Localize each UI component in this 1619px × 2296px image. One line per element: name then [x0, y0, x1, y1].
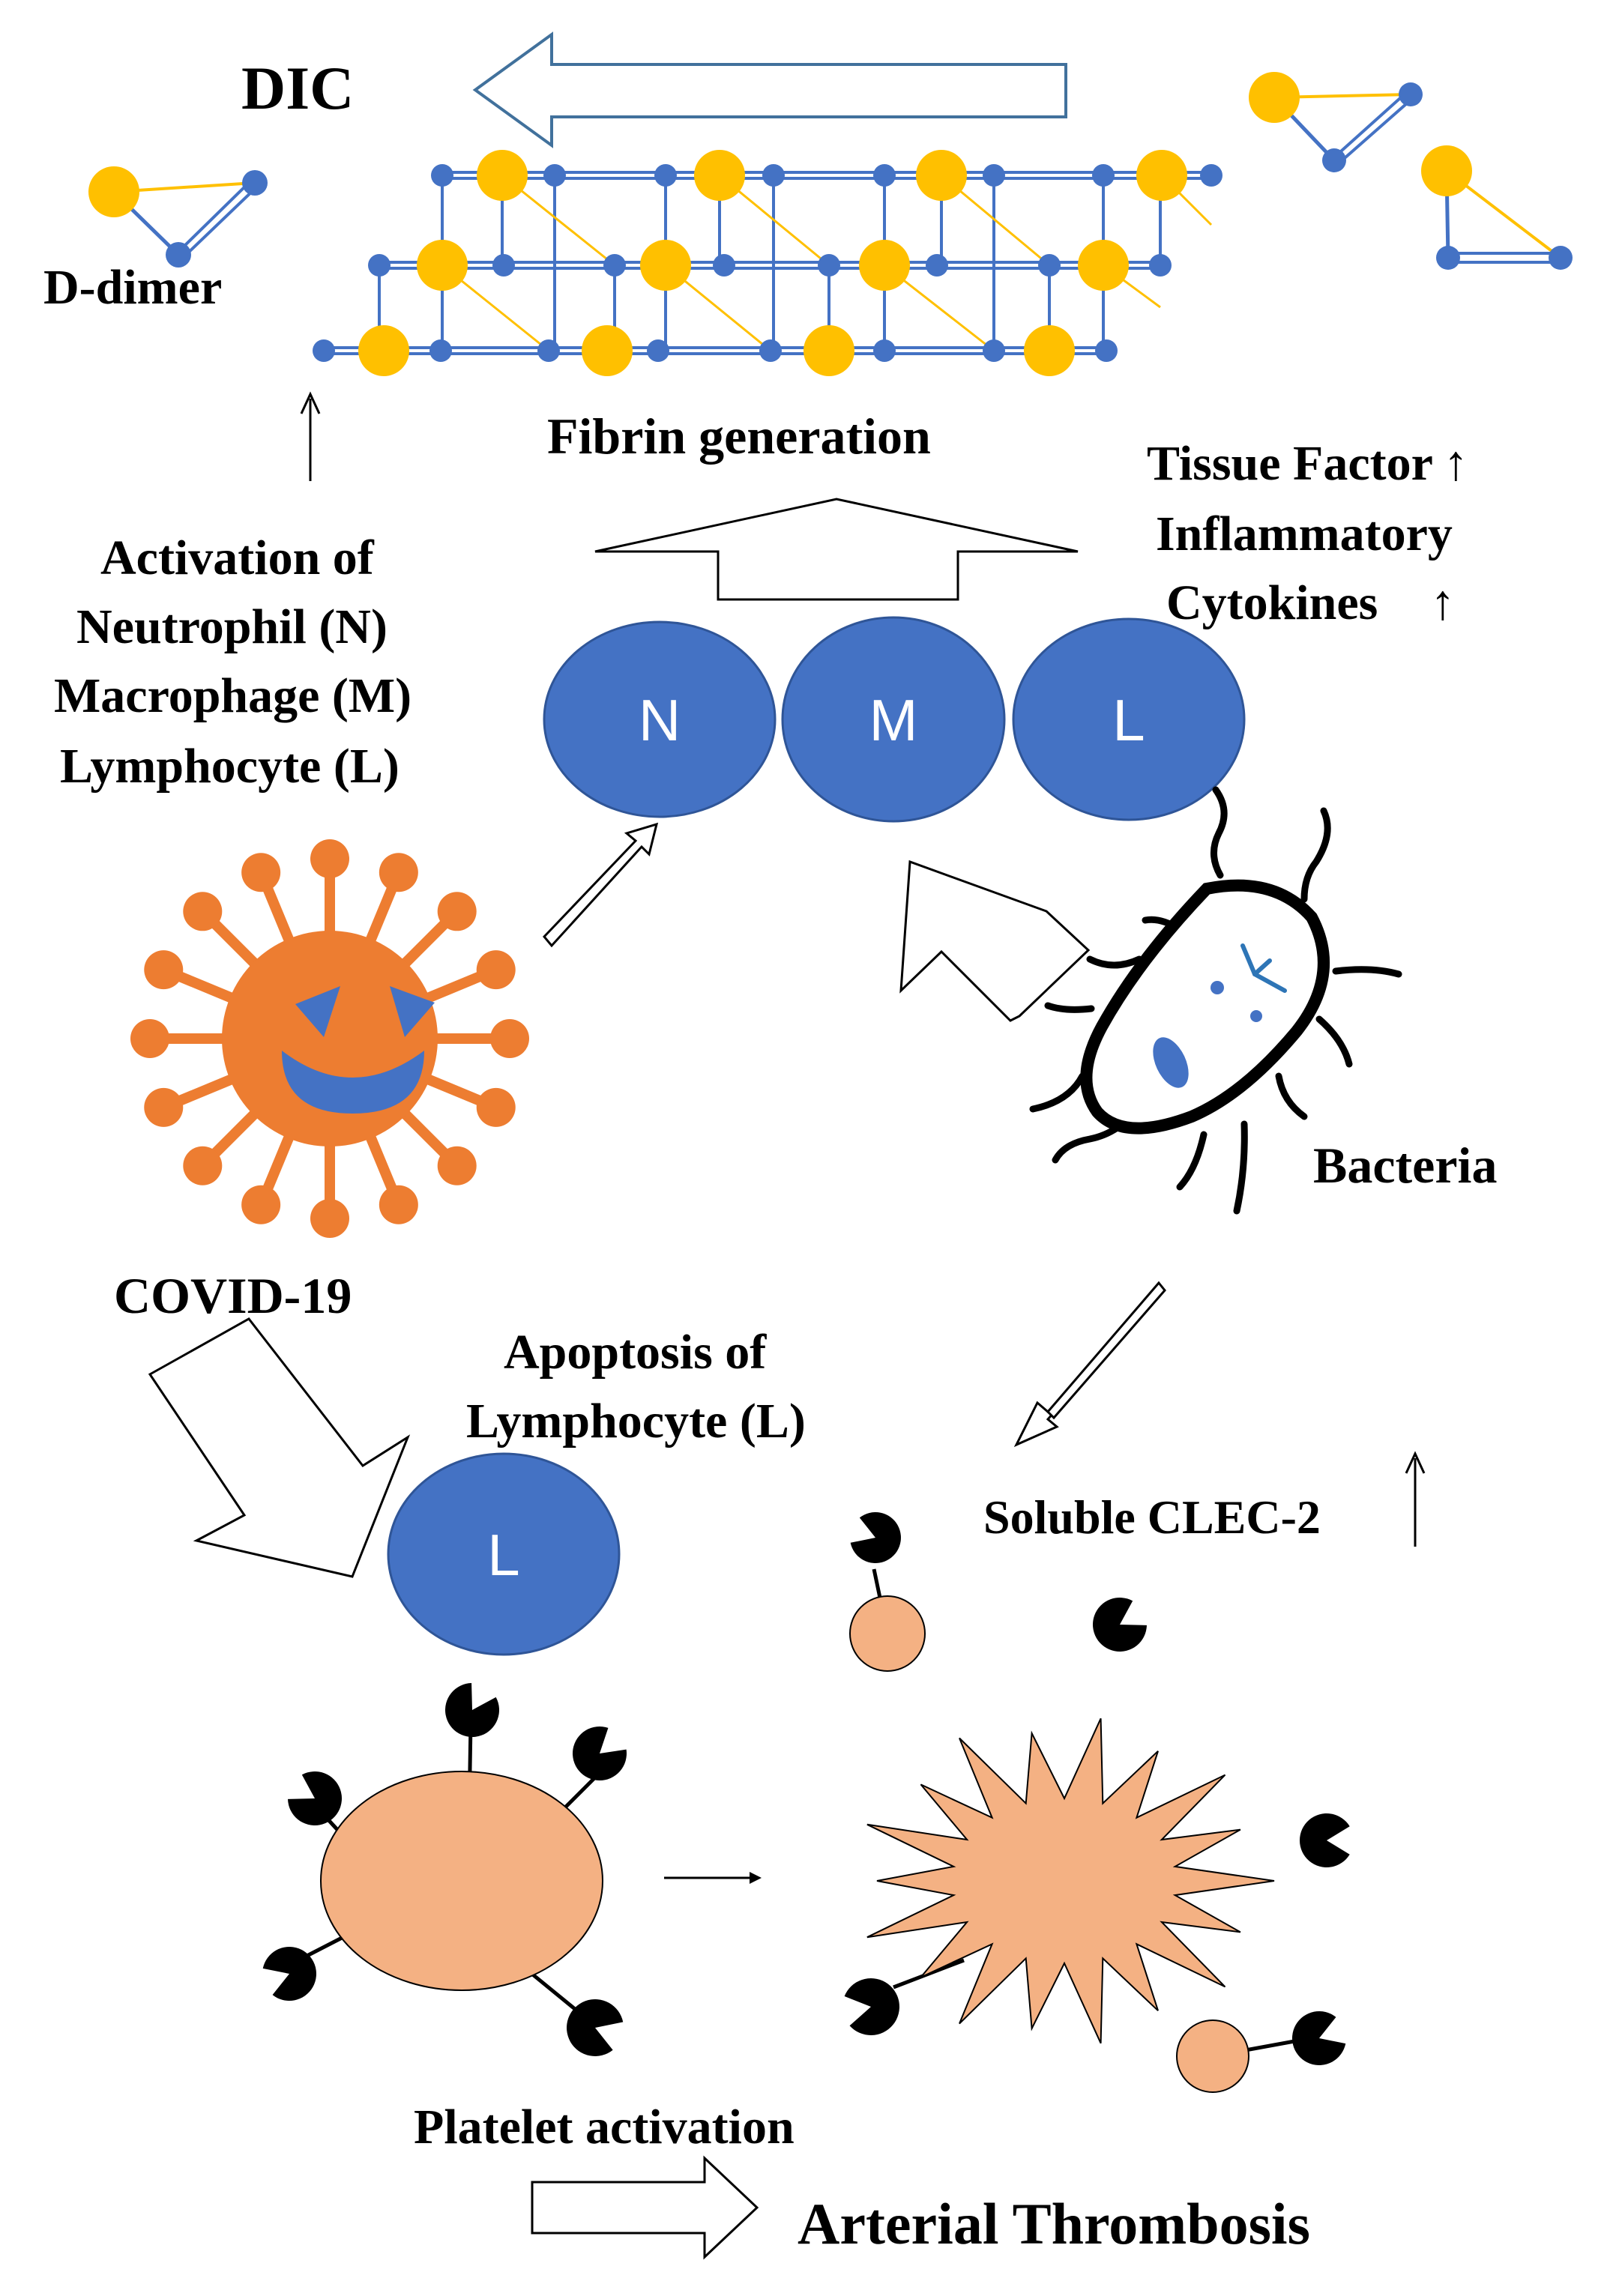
- macrophage-cell: M: [781, 616, 1006, 823]
- clec2-receptor-icon: [567, 1999, 624, 2057]
- covid-label: COVID-19: [114, 1267, 352, 1324]
- clec2-receptor-icon: [445, 1683, 499, 1737]
- tissue-factor-text: Tissue Factor: [1147, 436, 1433, 491]
- dic-left-arrow: [472, 31, 1067, 148]
- lymphocyte-cell: L: [1012, 617, 1246, 821]
- fibrin-up-arrow: [594, 498, 1079, 601]
- activation-line-1: Activation of: [100, 531, 375, 585]
- d-dimer-right-1: [1249, 72, 1423, 172]
- apoptotic-lymphocyte-letter: L: [487, 1522, 519, 1588]
- small-platelet-1: [849, 1568, 926, 1672]
- bacteria-to-macrophage-arrow: [899, 860, 1091, 1022]
- activation-line-2: Neutrophil (N): [76, 599, 388, 654]
- platelet-activation-label: Platelet activation: [414, 2100, 795, 2154]
- activation-line-4: Lymphocyte (L): [60, 739, 400, 794]
- soluble-clec2-label: Soluble CLEC-2: [983, 1490, 1321, 1544]
- inflammatory-label: Inflammatory: [1156, 507, 1453, 561]
- tissue-factor-label: Tissue Factor↑: [1147, 436, 1468, 491]
- activation-line-3: Macrophage (M): [54, 668, 411, 723]
- neutrophil-letter: N: [639, 687, 681, 753]
- fibrin-mesh: [313, 150, 1222, 376]
- clec2-receptor-icon: [288, 1771, 342, 1825]
- clec2-receptor-icon: [1093, 1598, 1147, 1652]
- cytokines-text: Cytokines: [1166, 575, 1378, 630]
- neutrophil-cell: N: [543, 620, 777, 818]
- bacteria-label: Bacteria: [1313, 1137, 1497, 1194]
- lymphocyte-letter: L: [1112, 687, 1145, 753]
- coronavirus-icon: [130, 839, 529, 1238]
- apoptosis-line-1: Apoptosis of: [504, 1325, 767, 1380]
- bacterium-icon: [1029, 786, 1402, 1215]
- apoptosis-line-2: Lymphocyte (L): [466, 1394, 806, 1448]
- cytokines-label: Cytokines ↑: [1166, 575, 1455, 630]
- clec2-receptor-icon: [1299, 1813, 1350, 1867]
- clec2-receptor-icon: [844, 1978, 899, 2035]
- platelet-icon: [294, 1723, 603, 2017]
- soluble-clec2-up-arrow: [1405, 1451, 1426, 1547]
- activation-up-arrow: [300, 391, 321, 481]
- covid-to-apoptosis-arrow: [148, 1317, 411, 1578]
- virus-to-neutrophil-arrow: [542, 822, 659, 948]
- d-dimer-left: [88, 166, 268, 268]
- clec2-receptor-icon: [850, 1512, 901, 1563]
- activation-arrow: [664, 1872, 762, 1884]
- d-dimer-right-2: [1421, 145, 1573, 270]
- fibrin-generation-label: Fibrin generation: [547, 408, 931, 465]
- apoptotic-lymphocyte-cell: L: [387, 1452, 621, 1656]
- cytokines-up-arrow: ↑: [1430, 575, 1455, 630]
- clec2-receptor-icon: [262, 1947, 316, 2001]
- arterial-thrombosis-arrow: [531, 2155, 759, 2260]
- dic-label: DIC: [241, 54, 354, 122]
- clec2-receptor-icon: [573, 1726, 627, 1780]
- d-dimer-label: D-dimer: [43, 260, 222, 315]
- tissue-factor-up-arrow: ↑: [1444, 436, 1468, 491]
- arterial-thrombosis-label: Arterial Thrombosis: [798, 2191, 1310, 2256]
- activated-platelet-icon: [866, 1718, 1275, 2044]
- clec2-receptors: [262, 1512, 1350, 2065]
- clec2-receptor-icon: [1292, 2011, 1346, 2065]
- bacteria-arrow-shaft: [1046, 1281, 1166, 1420]
- macrophage-letter: M: [869, 687, 918, 753]
- small-platelet-2: [1176, 2019, 1303, 2093]
